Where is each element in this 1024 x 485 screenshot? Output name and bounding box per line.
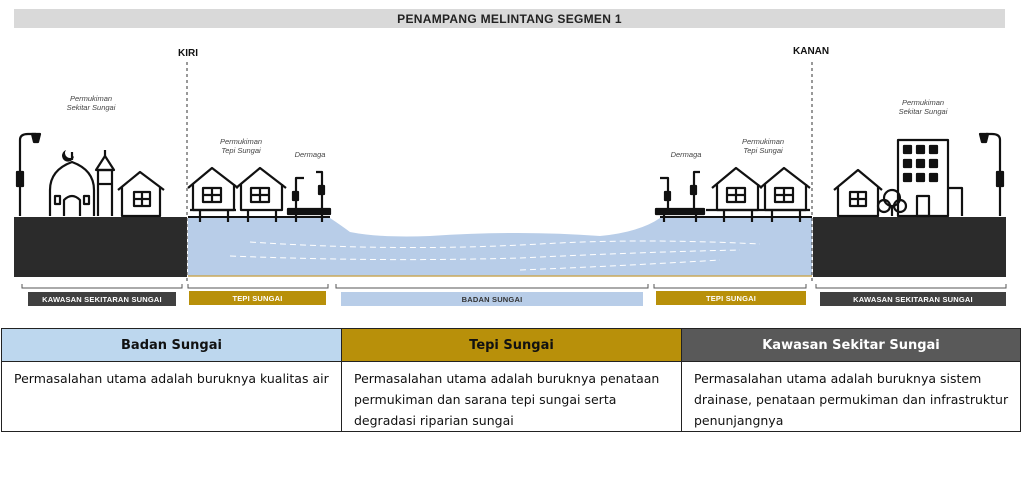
zone-kawasan-right: KAWASAN SEKITARAN SUNGAI — [820, 292, 1006, 306]
table-cell-badan-sungai: Permasalahan utama adalah buruknya kuali… — [2, 362, 342, 431]
label-dermaga-left: Dermaga — [294, 150, 326, 159]
street-lamp-icon — [978, 132, 1005, 216]
street-lamp-icon — [15, 132, 42, 216]
label-permukiman-sekitar-right: Permukiman Sekitar Sungai — [898, 98, 948, 116]
stilt-house-icon — [759, 166, 811, 222]
side-label-right: KANAN — [793, 46, 830, 57]
ground-left — [14, 217, 187, 277]
table-cell-kawasan-sekitar: Permasalahan utama adalah buruknya siste… — [694, 371, 1009, 428]
label-dermaga-right: Dermaga — [670, 150, 702, 159]
zone-tepi-right: TEPI SUNGAI — [656, 291, 806, 305]
flow-line — [229, 249, 741, 261]
dock-icon — [286, 170, 332, 222]
table-cell-tepi-sungai: Permasalahan utama adalah buruknya penat… — [342, 362, 682, 431]
zone-kawasan-left: KAWASAN SEKITARAN SUNGAI — [28, 292, 176, 306]
table-header-kawasan-sekitar: Kawasan Sekitar Sungai — [682, 329, 1020, 362]
river-water — [188, 218, 812, 276]
label-permukiman-tepi-left: Permukiman Tepi Sungai — [219, 137, 263, 155]
tree-icon — [876, 188, 908, 216]
flow-line — [249, 240, 761, 249]
side-label-left: KIRI — [178, 48, 198, 59]
ground-right — [813, 217, 1006, 277]
house-icon — [833, 168, 883, 218]
problem-table: Badan Sungai Tepi Sungai Kawasan Sekitar… — [1, 328, 1021, 432]
mosque-icon — [48, 150, 116, 216]
label-permukiman-tepi-right: Permukiman Tepi Sungai — [741, 137, 785, 155]
zone-tepi-left: TEPI SUNGAI — [189, 291, 326, 305]
title-banner: PENAMPANG MELINTANG SEGMEN 1 — [14, 9, 1005, 28]
building-icon — [896, 138, 964, 218]
house-icon — [117, 170, 165, 218]
stilt-house-icon — [187, 166, 239, 222]
zone-badan-sungai: BADAN SUNGAI — [341, 292, 643, 306]
label-permukiman-sekitar-left: Permukiman Sekitar Sungai — [66, 94, 116, 112]
page-title: PENAMPANG MELINTANG SEGMEN 1 — [397, 11, 622, 26]
stilt-house-icon — [235, 166, 287, 222]
flow-line — [519, 259, 721, 271]
table-header-badan-sungai: Badan Sungai — [2, 329, 342, 362]
dock-icon — [654, 170, 706, 222]
cross-section-illustration — [14, 62, 1007, 289]
table-header-tepi-sungai: Tepi Sungai — [342, 329, 682, 362]
